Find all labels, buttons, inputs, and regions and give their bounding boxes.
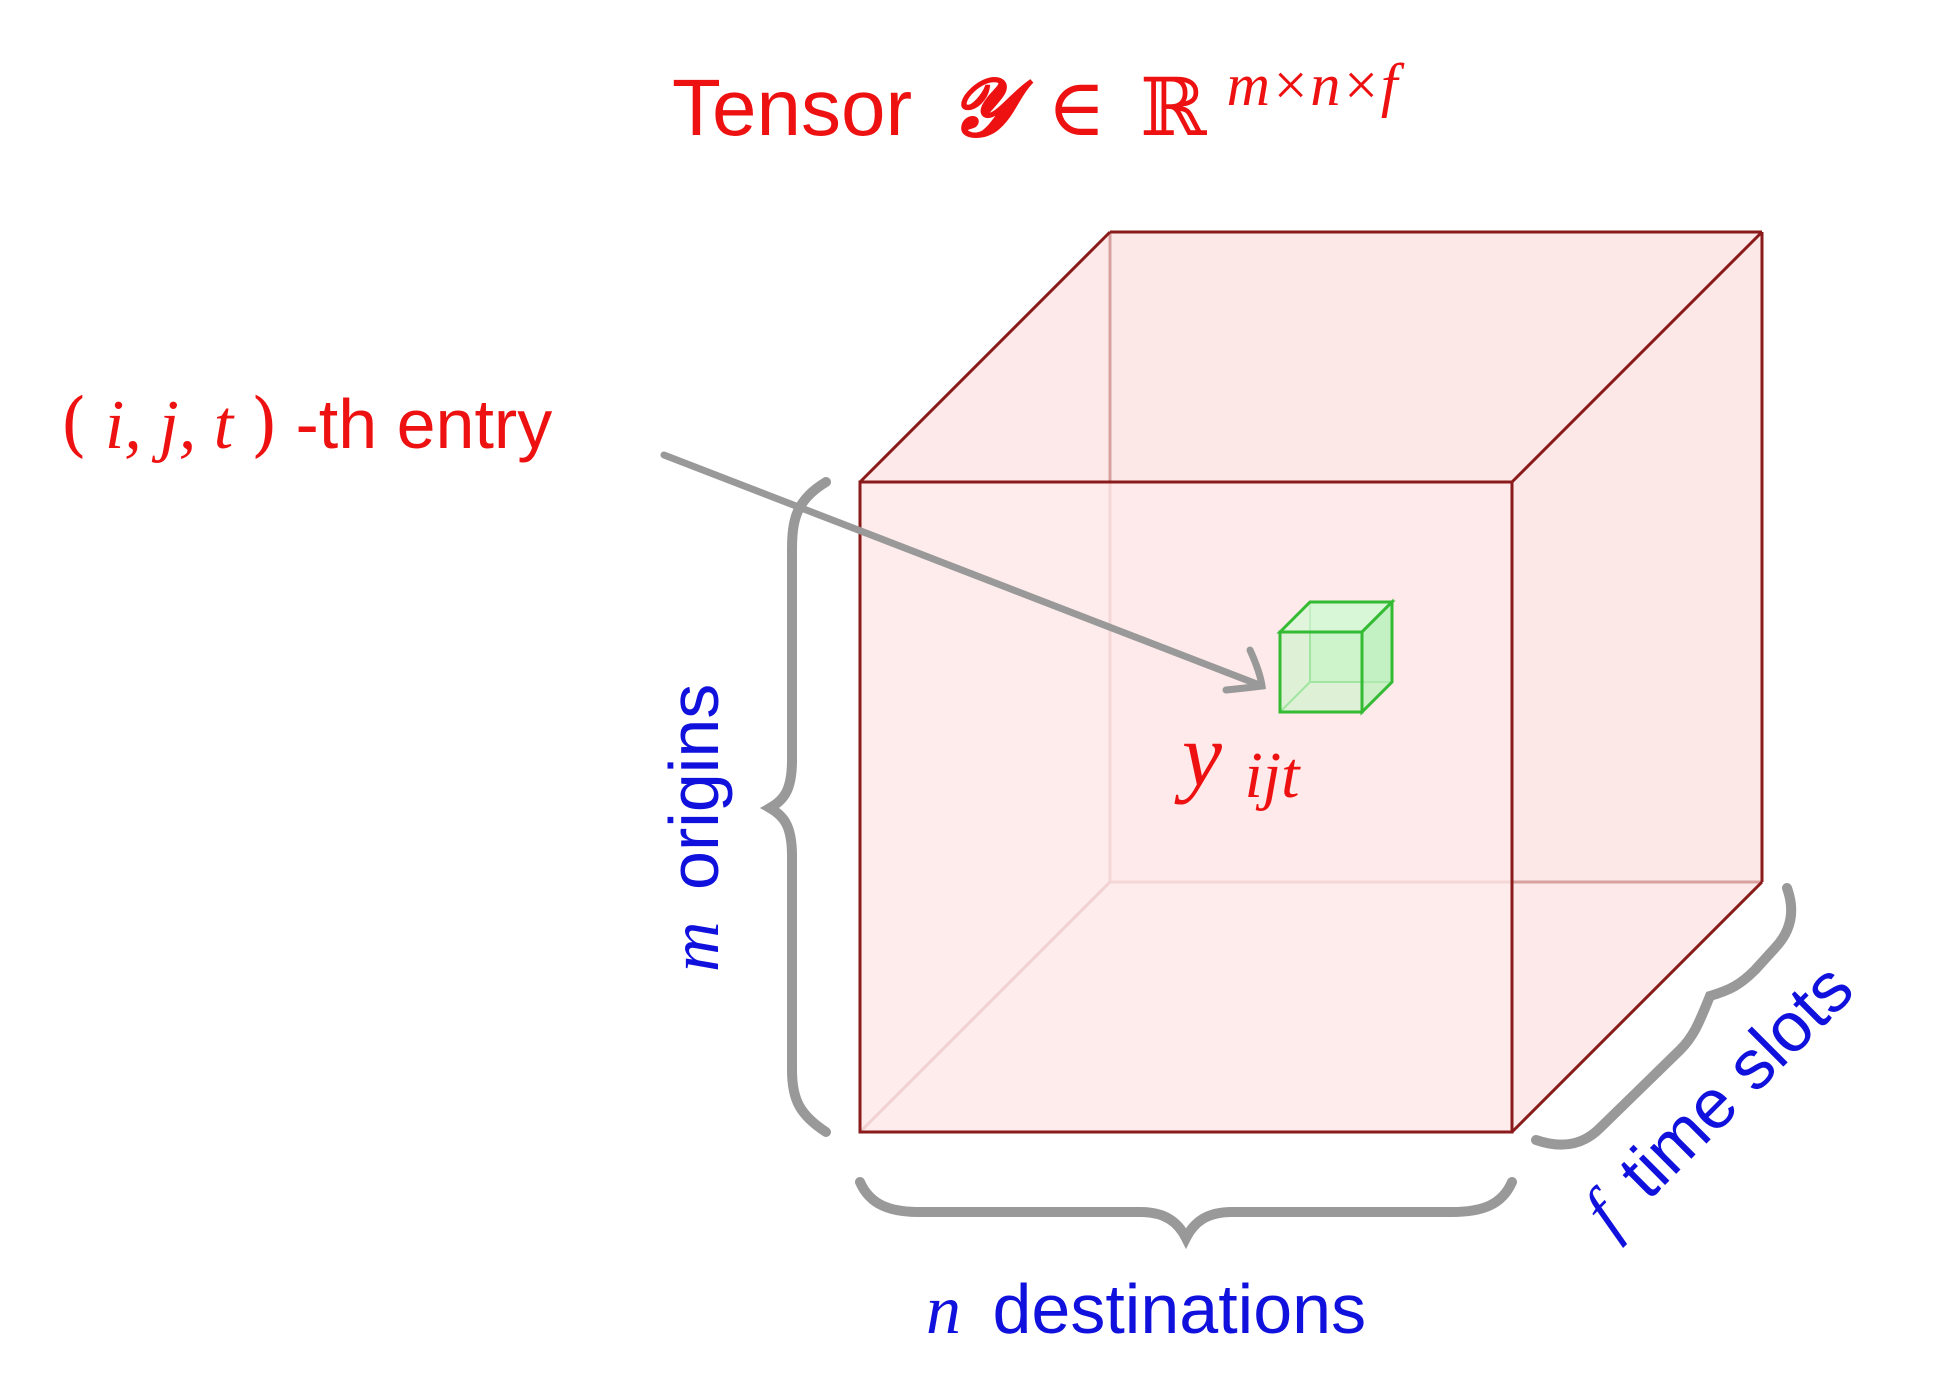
cols-var: n [926,1272,961,1349]
entry-label-open-paren: ( [60,383,87,465]
title-field-symbol: ℝ [1140,61,1208,154]
rows-var: m [657,921,734,972]
entry-symbol-subscript: ijt [1244,739,1301,812]
tensor-cube [858,230,1764,1134]
entry-pointer-arrow [660,451,1266,694]
entry-label-suffix: -th entry [295,385,552,463]
cube-bottom-right-edge [1510,880,1764,1134]
diagram-title: Tensor 𝓨 ∈ ℝ m×n×f [672,52,1405,154]
cube-top-left-edge [858,230,1112,484]
entry-label-close-paren: ) [251,383,278,465]
entry-cube [1276,598,1396,716]
cols-text: destinations [993,1270,1367,1348]
rows-brace [759,477,831,1137]
cube-right-face [1512,232,1762,1132]
cube-front-face [858,480,1514,1134]
title-dimensions: m×n×f [1227,52,1405,118]
cols-brace [855,1177,1517,1250]
title-word: Tensor [672,63,912,152]
title-tensor-symbol: 𝓨 [950,60,1034,154]
rows-text: origins [655,684,733,890]
rows-label: m origins [655,684,734,972]
title-member-symbol: ∈ [1047,61,1106,154]
depth-brace [1531,883,1797,1150]
cube-top-right-edge [1510,230,1764,484]
entry-label-indices: i, j, t [105,387,235,464]
entry-label: ( i, j, t ) -th entry [60,383,552,465]
entry-symbol-base: y [1174,706,1222,805]
cube-top-face [860,232,1762,482]
entry-front-face [1278,630,1364,714]
entry-symbol: y ijt [1174,706,1301,812]
cols-label: n destinations [926,1270,1366,1349]
